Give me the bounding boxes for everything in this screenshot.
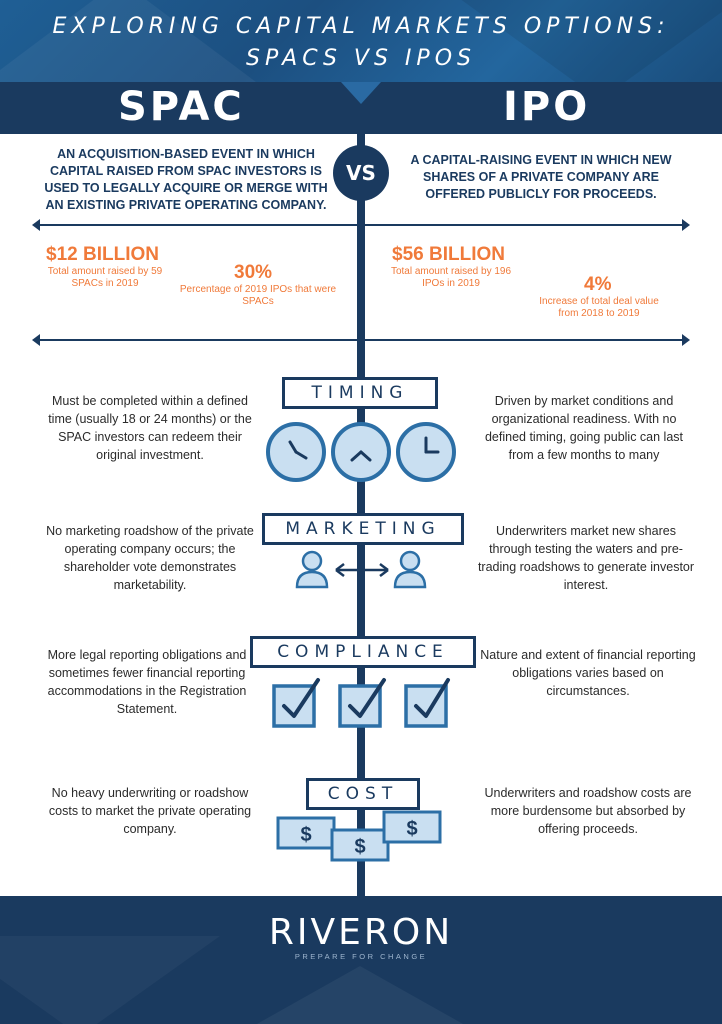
timing-section-label: TIMING: [282, 377, 438, 409]
ipo-amount-value: $56 BILLION: [392, 244, 505, 265]
dollar-symbol: $: [354, 836, 365, 858]
compliance-checkboxes: [272, 678, 450, 728]
stats-divider-top: [38, 224, 684, 226]
marketing-spac-text: No marketing roadshow of the private ope…: [46, 524, 254, 592]
clock-icon: [396, 422, 456, 482]
divider-arrow-left: [32, 219, 40, 231]
ipo-column-label: IPO: [503, 84, 591, 130]
divider-arrow-right: [682, 219, 690, 231]
clock-icon: [266, 422, 326, 482]
header-banner: EXPLORING CAPITAL MARKETS OPTIONS: SPACS…: [0, 0, 722, 82]
timing-ipo-text: Driven by market conditions and organiza…: [484, 394, 684, 462]
vs-badge: VS: [333, 145, 389, 201]
divider-arrow-right: [682, 334, 690, 346]
marketing-section-label: MARKETING: [262, 513, 464, 545]
ipo-increase-desc: Increase of total deal value from 2018 t…: [539, 296, 659, 319]
checkbox-icon: [272, 678, 320, 728]
stats-divider-bottom: [38, 339, 684, 341]
dollar-bill-icon: $: [276, 816, 336, 850]
dollar-bill-icon: $: [382, 810, 442, 844]
spac-definition: AN ACQUISITION-BASED EVENT IN WHICH CAPI…: [44, 147, 328, 212]
footer-banner: [0, 896, 722, 1024]
clock-icon: [331, 422, 391, 482]
checkbox-icon: [404, 678, 450, 728]
page-title-line-1: EXPLORING CAPITAL MARKETS OPTIONS:: [52, 14, 670, 39]
person-icon: [295, 550, 329, 589]
person-icon: [393, 550, 427, 589]
timing-clocks: [266, 422, 456, 482]
dollar-symbol: $: [300, 824, 311, 846]
checkbox-icon: [338, 678, 386, 728]
ipo-increase-value: 4%: [584, 274, 612, 295]
timing-spac-text: Must be completed within a defined time …: [48, 394, 252, 462]
tagline: PREPARE FOR CHANGE: [294, 952, 428, 961]
double-arrow-icon: [335, 563, 389, 577]
spac-amount-desc: Total amount raised by 59 SPACs in 2019: [47, 266, 163, 289]
spac-amount-value: $12 BILLION: [46, 244, 159, 265]
spac-percent-desc: Percentage of 2019 IPOs that were SPACs: [179, 284, 337, 307]
cost-section-label: COST: [306, 778, 420, 810]
band-notch: [341, 82, 381, 104]
compliance-ipo-text: Nature and extent of financial reporting…: [480, 648, 696, 698]
cost-dollar-bills: $ $ $: [276, 810, 442, 862]
compliance-section-label: COMPLIANCE: [250, 636, 476, 668]
cost-spac-text: No heavy underwriting or roadshow costs …: [48, 786, 252, 836]
spac-percent-value: 30%: [234, 262, 273, 283]
riveron-logo: RIVERON: [268, 912, 454, 953]
ipo-amount-desc: Total amount raised by 196 IPOs in 2019: [390, 266, 512, 289]
divider-arrow-left: [32, 334, 40, 346]
page-title-line-2: SPACS VS IPOS: [246, 46, 476, 71]
dollar-symbol: $: [406, 818, 417, 840]
ipo-definition: A CAPITAL-RAISING EVENT IN WHICH NEW SHA…: [410, 153, 672, 201]
marketing-ipo-text: Underwriters market new shares through t…: [477, 524, 695, 592]
dollar-bill-icon: $: [330, 828, 390, 862]
cost-ipo-text: Underwriters and roadshow costs are more…: [484, 786, 692, 836]
compliance-spac-text: More legal reporting obligations and som…: [47, 648, 247, 716]
marketing-people: [295, 550, 427, 589]
spac-column-label: SPAC: [118, 84, 245, 130]
